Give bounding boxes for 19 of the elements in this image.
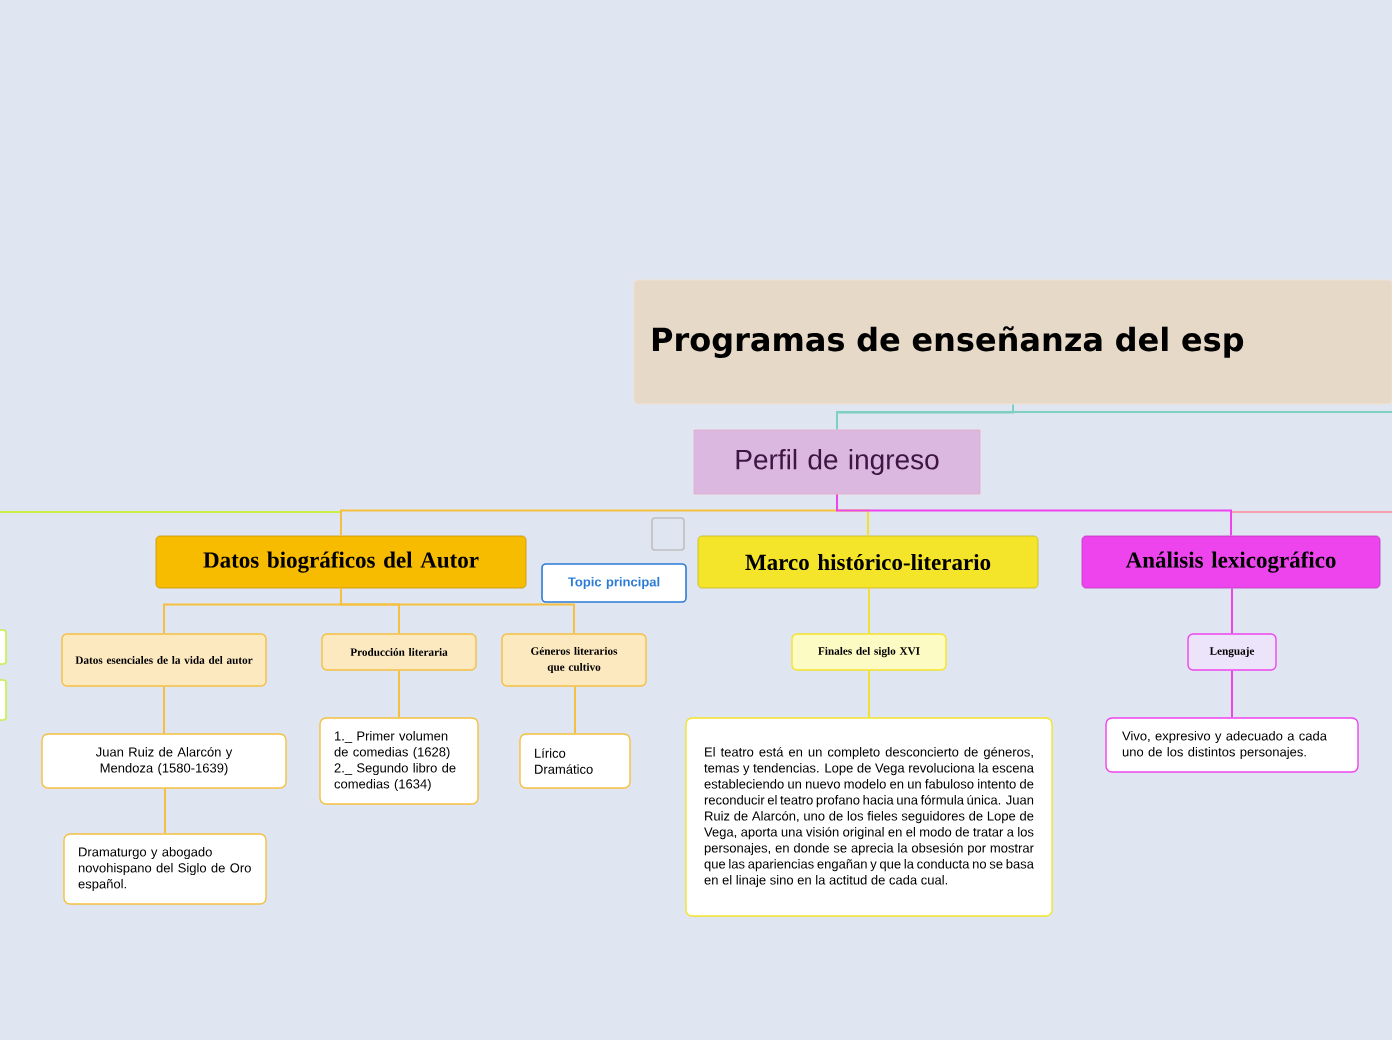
- connector-line: [340, 587, 575, 635]
- empty-box: [0, 679, 7, 721]
- connector-line: [1231, 587, 1233, 635]
- connector-line: [398, 669, 400, 719]
- connector-line: [164, 787, 166, 835]
- connector-line: [836, 403, 1014, 431]
- main-topic-box: Marco histórico-literario: [697, 535, 1039, 589]
- connector-line: [868, 587, 870, 635]
- central-topic-box: Perfil de ingreso: [693, 429, 981, 495]
- connector-line: [836, 493, 1232, 537]
- main-topic-box: Análisis lexicográfico: [1081, 535, 1381, 589]
- title-box: Programas de enseñanza del esp: [633, 279, 1392, 405]
- main-topic-box: Datos biográficos del Autor: [155, 535, 527, 589]
- connector-line: [574, 685, 576, 735]
- connector-line: [1231, 669, 1233, 719]
- empty-box: [651, 517, 685, 551]
- empty-box: [0, 629, 7, 665]
- connector-line: [163, 685, 165, 735]
- connector-line: [868, 669, 870, 719]
